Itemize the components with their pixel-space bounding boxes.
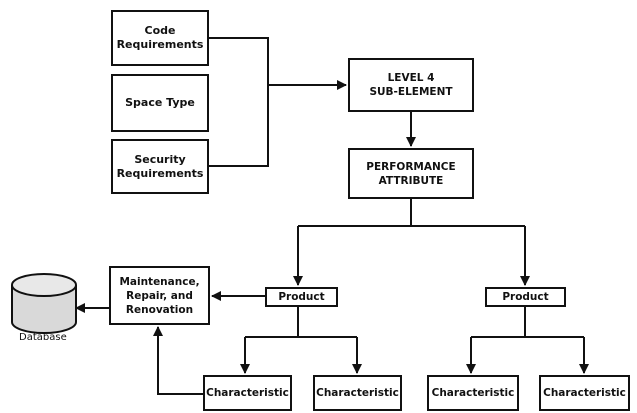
product-right-box: Product [485,287,566,307]
characteristic-box-3: Characteristic [427,375,519,411]
connector-security-to-merge [209,85,269,167]
characteristic-box-4: Characteristic [539,375,630,411]
characteristic-box-1: Characteristic [203,375,292,411]
connector-characteristic-feedback [153,326,203,395]
space-type-box: Space Type [111,74,209,132]
code-requirements-box: Code Requirements [111,10,209,66]
characteristic-box-2: Characteristic [313,375,402,411]
connector-code-to-merge [209,37,269,85]
database-cylinder-icon [11,273,77,334]
level4-sub-element-box: LEVEL 4 SUB-ELEMENT [348,58,474,112]
security-requirements-box: Security Requirements [111,139,209,194]
maintenance-repair-renovation-box: Maintenance, Repair, and Renovation [109,266,210,325]
database-label: Database [19,332,67,343]
performance-attribute-box: PERFORMANCE ATTRIBUTE [348,148,474,199]
product-left-box: Product [265,287,338,307]
